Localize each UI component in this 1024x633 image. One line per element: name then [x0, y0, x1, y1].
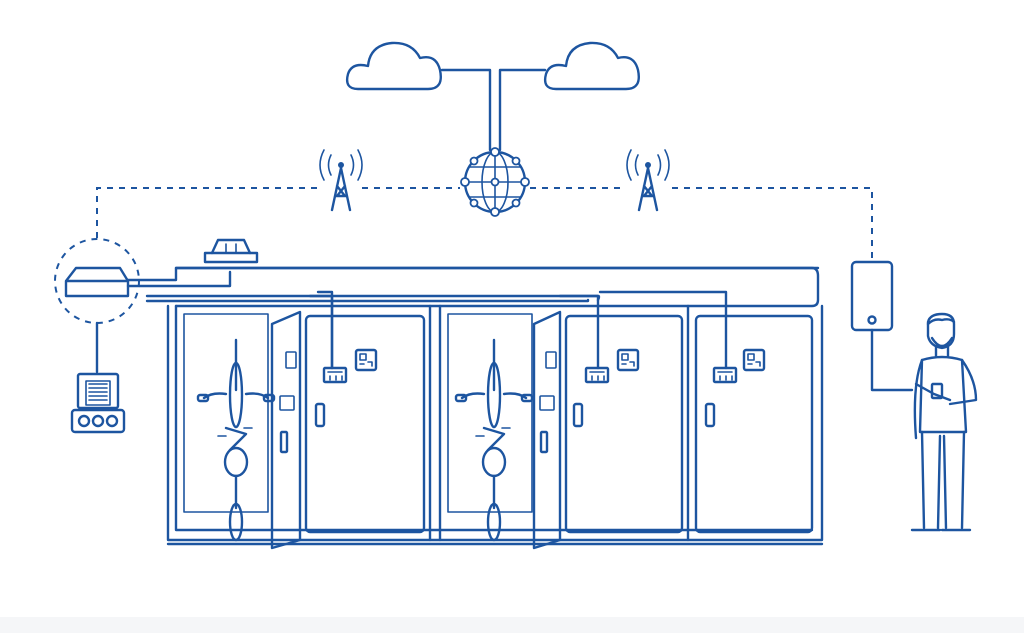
globe-network-icon: [460, 147, 530, 217]
bicycle-icon: [454, 338, 534, 542]
door-handle: [572, 402, 584, 428]
person-icon: [910, 312, 978, 532]
network-cable: [308, 294, 601, 302]
network-cable: [316, 290, 334, 370]
wireless-link: [672, 187, 873, 262]
electronic-lock-icon: [322, 366, 348, 384]
router-box-icon: [54, 238, 140, 324]
smartphone-icon: [850, 260, 894, 332]
cloud-icon: [345, 41, 442, 91]
network-cable: [126, 266, 820, 282]
locker-door[interactable]: [564, 314, 684, 534]
bicycle-icon: [196, 338, 276, 542]
cloud-icon: [543, 41, 640, 91]
bottom-strip: [0, 617, 1024, 633]
diagram-canvas: [54, 41, 978, 550]
network-cable: [558, 294, 600, 370]
warning-beacon-icon: [203, 238, 259, 264]
locker-door[interactable]: [304, 314, 426, 534]
qr-code-icon: [616, 348, 640, 372]
radio-tower-icon: [626, 149, 670, 212]
network-cable: [126, 270, 232, 288]
electronic-lock-icon: [584, 366, 610, 384]
network-cable: [145, 298, 590, 303]
radio-tower-icon: [319, 149, 363, 212]
door-handle: [314, 402, 326, 428]
phone-user-link: [870, 328, 914, 392]
locker-door[interactable]: [532, 310, 562, 550]
qr-code-icon: [742, 348, 766, 372]
cloud-link: [440, 68, 492, 152]
wireless-link: [96, 187, 322, 238]
control-panel-icon: [70, 372, 126, 434]
network-cable: [598, 290, 728, 370]
locker-unit: [166, 266, 824, 546]
qr-code-icon: [354, 348, 378, 372]
locker-door[interactable]: [694, 314, 814, 534]
door-handle: [704, 402, 716, 428]
cloud-link: [498, 68, 547, 152]
electronic-lock-icon: [712, 366, 738, 384]
locker-door[interactable]: [270, 310, 302, 550]
